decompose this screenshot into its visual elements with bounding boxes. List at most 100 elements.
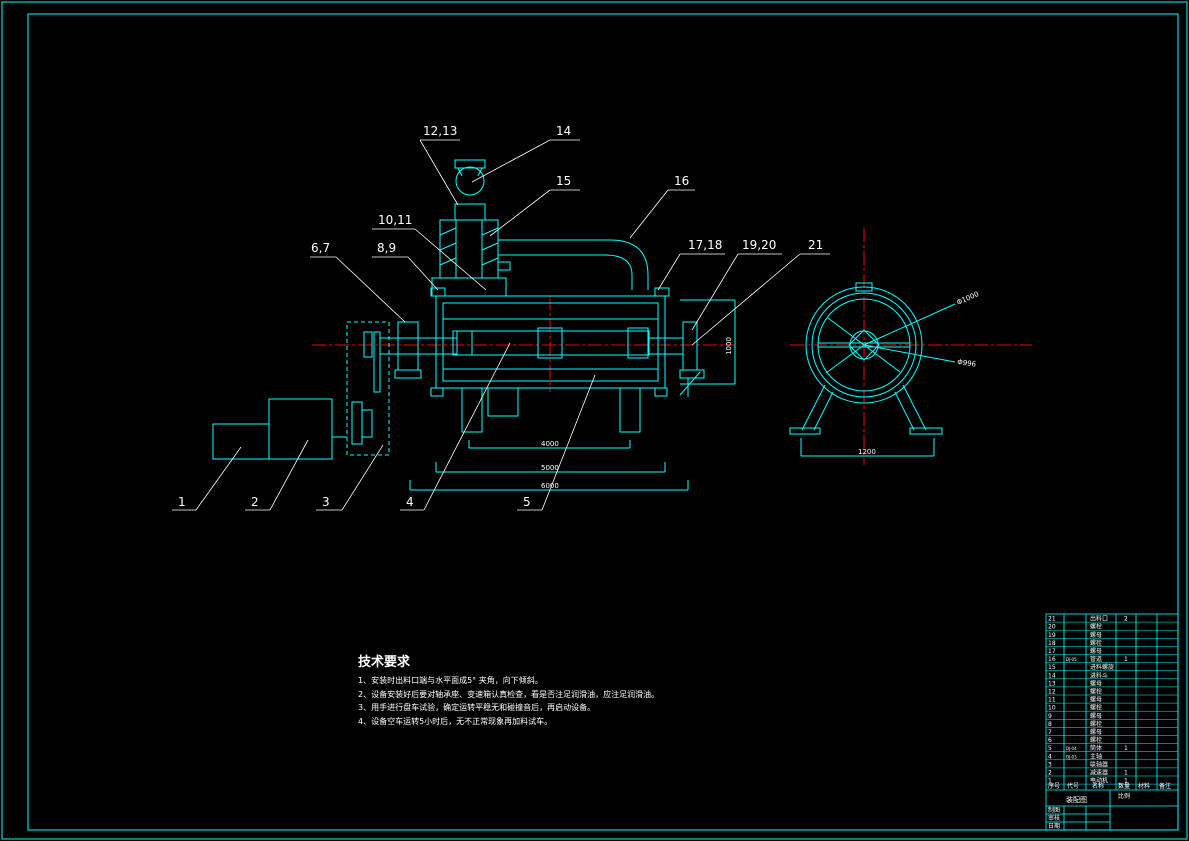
bom-cell-name: 螺栓: [1090, 720, 1102, 728]
bom-cell-name: 筒体: [1090, 744, 1102, 752]
bom-cell-code: DJ-05: [1066, 657, 1077, 662]
tech-title: 技术要求: [358, 655, 411, 670]
bom-cell-no: 12: [1048, 689, 1056, 696]
callout-17-18: 17,18: [688, 238, 722, 252]
bom-cell-no: 21: [1048, 616, 1056, 623]
leg-right: [619, 387, 641, 433]
tech-line-1: 1、安装时出料口端与水平面成5° 夹角，向下倾斜。: [358, 676, 543, 685]
scale-label: 比例: [1118, 792, 1130, 800]
sign-date: 日期: [1048, 822, 1060, 830]
dim-1000: 1000: [725, 337, 733, 355]
bom-cell-name: 螺栓: [1090, 623, 1102, 631]
dim-phi1000: Φ1000: [956, 290, 981, 307]
bom-cell-no: 4: [1048, 753, 1052, 760]
leader-lines: [172, 139, 830, 511]
bom-cell-name: 联轴器: [1090, 760, 1108, 768]
tech-line-4: 4、设备空车运转5小时后，无不正常现象再加料试车。: [358, 716, 553, 726]
bom-header-code: 代号: [1067, 782, 1079, 790]
callout-15: 15: [556, 174, 571, 188]
drawing-title: 装配图: [1066, 795, 1087, 804]
bom-header-name: 名称: [1092, 782, 1104, 790]
bom-cell-name: 螺母: [1090, 696, 1102, 704]
coupling-box: [346, 321, 390, 456]
bom-cell-name: 螺母: [1090, 712, 1102, 720]
bom-cell-no: 8: [1048, 721, 1052, 728]
bom-cell-no: 11: [1048, 697, 1056, 704]
bom-cell-name: 螺栓: [1090, 639, 1102, 647]
callout-5: 5: [523, 495, 531, 509]
bom-header-no: 序号: [1048, 782, 1060, 790]
bom-cell-no: 9: [1048, 713, 1052, 720]
dim-phi996: Φ996: [957, 358, 977, 369]
bom-cell-no: 20: [1048, 624, 1056, 631]
bom-cell-no: 13: [1048, 680, 1056, 687]
callout-10-11: 10,11: [378, 213, 412, 227]
dim-5000: 5000: [541, 464, 559, 472]
bom-cell-no: 16: [1048, 656, 1056, 663]
side-view: [789, 282, 956, 457]
bom-cell-name: 螺栓: [1090, 736, 1102, 744]
callout-19-20: 19,20: [742, 238, 776, 252]
bom-cell-name: 螺母: [1090, 631, 1102, 639]
callouts: 1 2 3 4 5 6,7 8,9 10,11 12,13 14 15 16 1…: [178, 124, 823, 509]
callout-8-9: 8,9: [377, 241, 396, 255]
bom-cell-name: 螺母: [1090, 647, 1102, 655]
drum-outer: [435, 295, 666, 389]
bom-cell-no: 2: [1048, 770, 1052, 777]
leg-left: [461, 387, 483, 433]
bom-cell-qty: 1: [1124, 745, 1128, 752]
bom-cell-no: 14: [1048, 672, 1056, 679]
callout-3: 3: [322, 495, 330, 509]
motor: [212, 423, 270, 460]
bom-cell-no: 15: [1048, 664, 1056, 671]
center-lines: [312, 228, 1032, 465]
callout-21: 21: [808, 238, 823, 252]
hopper: [455, 166, 485, 196]
bom-cell-name: 减速器: [1090, 769, 1108, 777]
front-view: [212, 159, 736, 491]
callout-12-13: 12,13: [423, 124, 457, 138]
bom-cell-qty: 1: [1124, 778, 1128, 785]
dimension-text: 4000 5000 6000 1000 1200 Φ1000 Φ996: [541, 290, 980, 490]
dim-1200: 1200: [858, 448, 876, 456]
callout-6-7: 6,7: [311, 241, 330, 255]
bom-cell-name: 螺母: [1090, 679, 1102, 687]
bom-header-material: 材料: [1138, 782, 1150, 790]
callout-2: 2: [251, 495, 259, 509]
sign-drawn: 制图: [1048, 806, 1060, 814]
bom-cell-name: 螺栓: [1090, 688, 1102, 696]
bom-cell-no: 3: [1048, 761, 1052, 768]
bom-header-qty: 数量: [1118, 782, 1130, 790]
bom-cell-no: 6: [1048, 737, 1052, 744]
callout-1: 1: [178, 495, 186, 509]
technical-requirements: 技术要求 1、安装时出料口端与水平面成5° 夹角，向下倾斜。 2、设备安装好后要…: [358, 651, 659, 728]
bom-cell-no: 18: [1048, 640, 1056, 647]
bom-cell-name: 出料口: [1090, 615, 1108, 623]
title-block: [1045, 613, 1179, 831]
bom-header-note: 备注: [1159, 782, 1171, 790]
callout-4: 4: [406, 495, 414, 509]
bom-cell-name: 螺栓: [1090, 704, 1102, 712]
title-block-text: 序号 代号 名称 数量 材料 备注 装配图 比例 制图 审核 日期: [1048, 782, 1171, 830]
bom-cell-name: 进料斗: [1090, 671, 1108, 679]
bom-cell-name: 管道: [1090, 655, 1102, 663]
reducer: [268, 398, 333, 460]
callout-16: 16: [674, 174, 689, 188]
inner-shaft: [456, 330, 650, 356]
tech-line-2: 2、设备安装好后要对轴承座、变速箱认真检查，看是否注足润滑油，应注足润滑油。: [358, 689, 660, 699]
callout-14: 14: [556, 124, 571, 138]
bom-cell-no: 7: [1048, 729, 1052, 736]
bom-cell-qty: 1: [1124, 770, 1128, 777]
feed-screw: [439, 219, 499, 279]
dim-4000: 4000: [541, 440, 559, 448]
sign-check: 审核: [1048, 814, 1060, 822]
inner-border: [27, 13, 1179, 831]
bom-cell-name: 螺母: [1090, 728, 1102, 736]
bom-cell-no: 5: [1048, 745, 1052, 752]
bom-cell-code: DJ-03: [1066, 754, 1077, 759]
bom-cell-qty: 1: [1124, 656, 1128, 663]
pipe: [498, 239, 649, 290]
